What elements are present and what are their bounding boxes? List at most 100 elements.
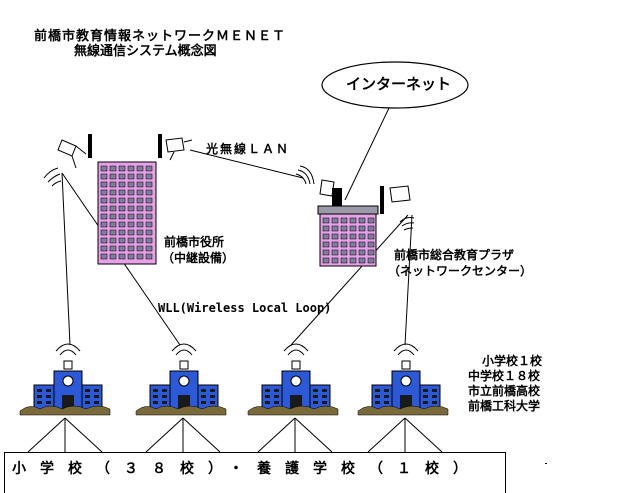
window xyxy=(274,401,279,404)
wll-line-4 xyxy=(404,214,413,346)
window xyxy=(118,165,126,172)
wll-line-3 xyxy=(290,214,409,346)
window xyxy=(136,245,144,252)
school-door xyxy=(400,395,412,409)
window xyxy=(118,229,126,236)
window xyxy=(37,389,42,392)
window xyxy=(384,401,389,404)
window xyxy=(145,205,153,212)
window xyxy=(109,237,117,244)
city-hall-sublabel: （中継設備） xyxy=(162,251,235,265)
window xyxy=(331,241,339,248)
plaza-building xyxy=(317,205,379,267)
lan-link-line xyxy=(189,149,304,179)
clock-icon xyxy=(290,375,302,387)
dish-antenna-icon xyxy=(380,185,411,214)
window xyxy=(201,395,206,398)
window xyxy=(432,389,437,392)
window xyxy=(109,245,117,252)
window xyxy=(109,221,117,228)
window xyxy=(100,197,108,204)
window xyxy=(145,197,153,204)
window xyxy=(94,389,99,392)
window xyxy=(100,221,108,228)
school-door xyxy=(290,395,302,409)
window xyxy=(136,165,144,172)
window xyxy=(349,257,357,264)
window xyxy=(358,233,366,240)
window xyxy=(340,225,348,232)
window xyxy=(118,205,126,212)
window xyxy=(331,233,339,240)
ground-shrubs xyxy=(357,405,449,416)
window xyxy=(358,257,366,264)
window xyxy=(85,395,90,398)
radio-wave-icon xyxy=(287,349,305,356)
window xyxy=(46,401,51,404)
radio-wave-icon xyxy=(399,217,415,231)
window xyxy=(136,253,144,260)
window xyxy=(127,221,135,228)
window xyxy=(367,233,375,240)
branch-line xyxy=(367,417,406,453)
plaza-label: 前橋市総合教育プラザ xyxy=(394,248,515,262)
window xyxy=(100,229,108,236)
window xyxy=(367,257,375,264)
window xyxy=(136,237,144,244)
window xyxy=(384,395,389,398)
window xyxy=(322,217,330,224)
window xyxy=(340,217,348,224)
window xyxy=(322,395,327,398)
ground-shrubs xyxy=(247,405,339,416)
wll-label: WLL(Wireless Local Loop) xyxy=(158,301,332,315)
school-building-2 xyxy=(135,343,227,416)
window xyxy=(100,205,108,212)
school-building-4 xyxy=(357,343,449,416)
window xyxy=(136,229,144,236)
radio-wave-icon xyxy=(171,343,197,352)
window xyxy=(46,395,51,398)
window xyxy=(367,241,375,248)
antenna-icon xyxy=(63,360,73,370)
window xyxy=(349,217,357,224)
window xyxy=(265,401,270,404)
window xyxy=(109,213,117,220)
window xyxy=(340,233,348,240)
city-hall-building xyxy=(97,161,157,265)
window xyxy=(322,249,330,256)
stray-dot xyxy=(545,463,547,464)
window xyxy=(423,401,428,404)
window xyxy=(127,245,135,252)
window xyxy=(94,401,99,404)
window xyxy=(322,389,327,392)
window xyxy=(322,257,330,264)
dish-antenna-icon xyxy=(57,134,92,169)
window xyxy=(145,237,153,244)
window xyxy=(331,257,339,264)
window xyxy=(340,241,348,248)
window xyxy=(322,241,330,248)
window xyxy=(100,189,108,196)
window xyxy=(358,241,366,248)
clock-icon xyxy=(400,375,412,387)
window xyxy=(349,225,357,232)
window xyxy=(46,389,51,392)
window xyxy=(145,253,153,260)
window xyxy=(162,389,167,392)
branch-line xyxy=(294,417,333,453)
window xyxy=(145,221,153,228)
window xyxy=(367,225,375,232)
window xyxy=(432,401,437,404)
window xyxy=(432,395,437,398)
window xyxy=(153,395,158,398)
window xyxy=(136,213,144,220)
radio-wave-icon xyxy=(397,349,415,356)
window xyxy=(127,181,135,188)
window xyxy=(118,173,126,180)
window xyxy=(127,189,135,196)
window xyxy=(201,401,206,404)
radio-wave-icon xyxy=(175,349,193,356)
internet-label: インターネット xyxy=(346,75,452,93)
window xyxy=(210,395,215,398)
internet-cloud xyxy=(321,61,469,109)
